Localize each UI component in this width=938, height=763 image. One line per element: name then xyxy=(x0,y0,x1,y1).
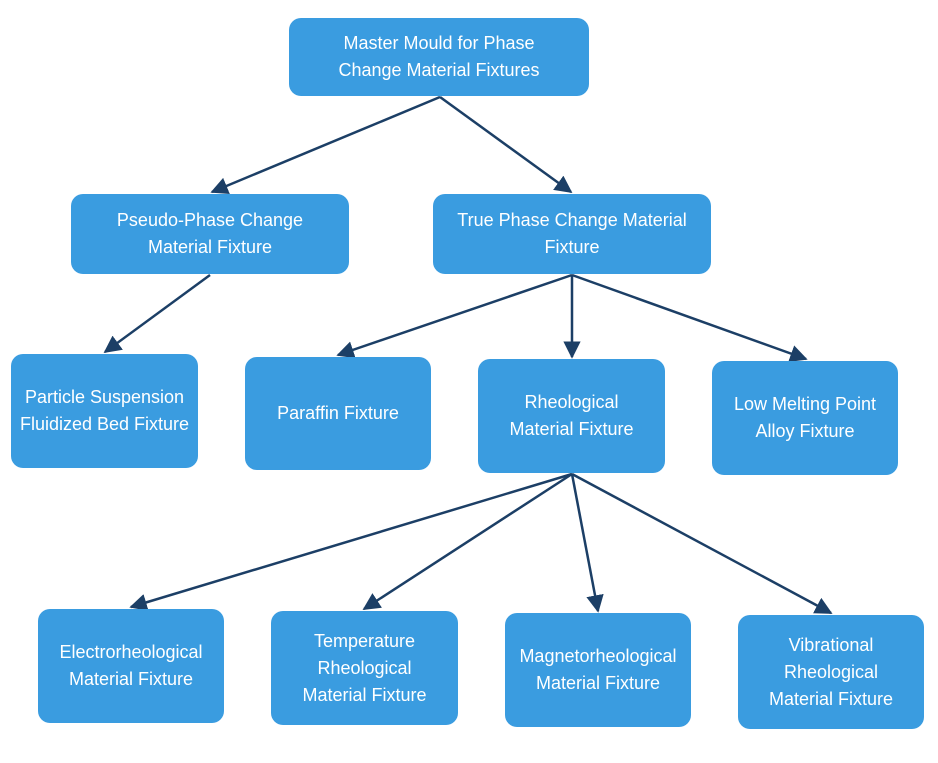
node-label: Master Mould for Phase Change Material F… xyxy=(338,33,540,80)
node-particle-suspension: Particle Suspension Fluidized Bed Fixtur… xyxy=(11,354,198,468)
arrow-rheological-to-vibrational xyxy=(571,472,833,615)
node-label: Low Melting Point Alloy Fixture xyxy=(733,394,877,441)
node-electrorheological: Electrorheological Material Fixture xyxy=(38,609,224,723)
arrow-pseudo-to-particle xyxy=(103,273,211,354)
node-label: Vibrational Rheological Material Fixture xyxy=(768,634,894,709)
node-true-phase-change: True Phase Change Material Fixture xyxy=(433,194,711,274)
arrow-true_pcm-to-paraffin xyxy=(336,273,573,359)
node-label: Rheological Material Fixture xyxy=(509,392,634,439)
node-master-mould: Master Mould for Phase Change Material F… xyxy=(289,18,589,96)
node-temperature-rheological: Temperature Rheological Material Fixture xyxy=(271,611,458,725)
node-label: Electrorheological Material Fixture xyxy=(59,642,203,689)
node-low-melting-point-alloy: Low Melting Point Alloy Fixture xyxy=(712,361,898,475)
node-label: Pseudo-Phase Change Material Fixture xyxy=(116,210,304,257)
node-label: Particle Suspension Fluidized Bed Fixtur… xyxy=(19,387,190,434)
node-rheological: Rheological Material Fixture xyxy=(478,359,665,473)
node-vibrational-rheological: Vibrational Rheological Material Fixture xyxy=(738,615,924,729)
arrow-true_pcm-to-low_melting xyxy=(571,273,808,362)
node-label: Paraffin Fixture xyxy=(277,403,399,423)
arrow-rheological-to-magneto xyxy=(570,473,604,613)
node-label: Magnetorheological Material Fixture xyxy=(519,646,677,693)
arrow-root-to-true_pcm xyxy=(439,95,573,194)
node-label: True Phase Change Material Fixture xyxy=(457,210,687,257)
node-magnetorheological: Magnetorheological Material Fixture xyxy=(505,613,691,727)
node-pseudo-phase-change: Pseudo-Phase Change Material Fixture xyxy=(71,194,349,274)
node-paraffin: Paraffin Fixture xyxy=(245,357,431,470)
arrow-rheological-to-temperature xyxy=(362,472,573,611)
arrow-rheological-to-electro xyxy=(129,472,573,611)
connector-arrows xyxy=(103,95,833,615)
node-label: Temperature Rheological Material Fixture xyxy=(302,630,427,705)
arrow-root-to-pseudo xyxy=(210,95,441,195)
